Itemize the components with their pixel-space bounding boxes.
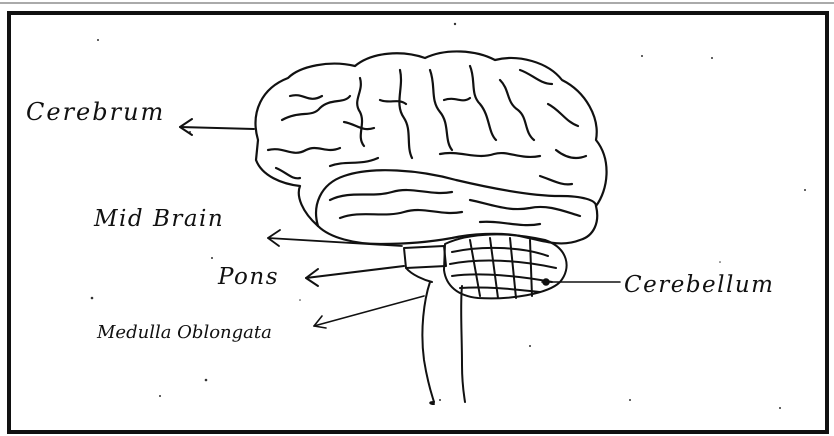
arrow-pons bbox=[306, 266, 404, 286]
arrow-medulla-oblongata bbox=[314, 296, 424, 328]
label-cerebellum: Cerebellum bbox=[624, 272, 774, 298]
pons-shape bbox=[404, 246, 446, 282]
label-cerebrum: Cerebrum bbox=[26, 98, 165, 126]
label-pons: Pons bbox=[217, 264, 279, 290]
spinal-cord bbox=[422, 282, 465, 404]
arrow-cerebellum bbox=[542, 279, 620, 285]
cerebellum-shape bbox=[444, 234, 567, 298]
cerebrum-shape bbox=[256, 51, 607, 244]
arrow-cerebrum bbox=[180, 119, 254, 135]
label-mid-brain: Mid Brain bbox=[93, 206, 224, 232]
label-medulla-oblongata: Medulla Oblongata bbox=[96, 322, 272, 343]
